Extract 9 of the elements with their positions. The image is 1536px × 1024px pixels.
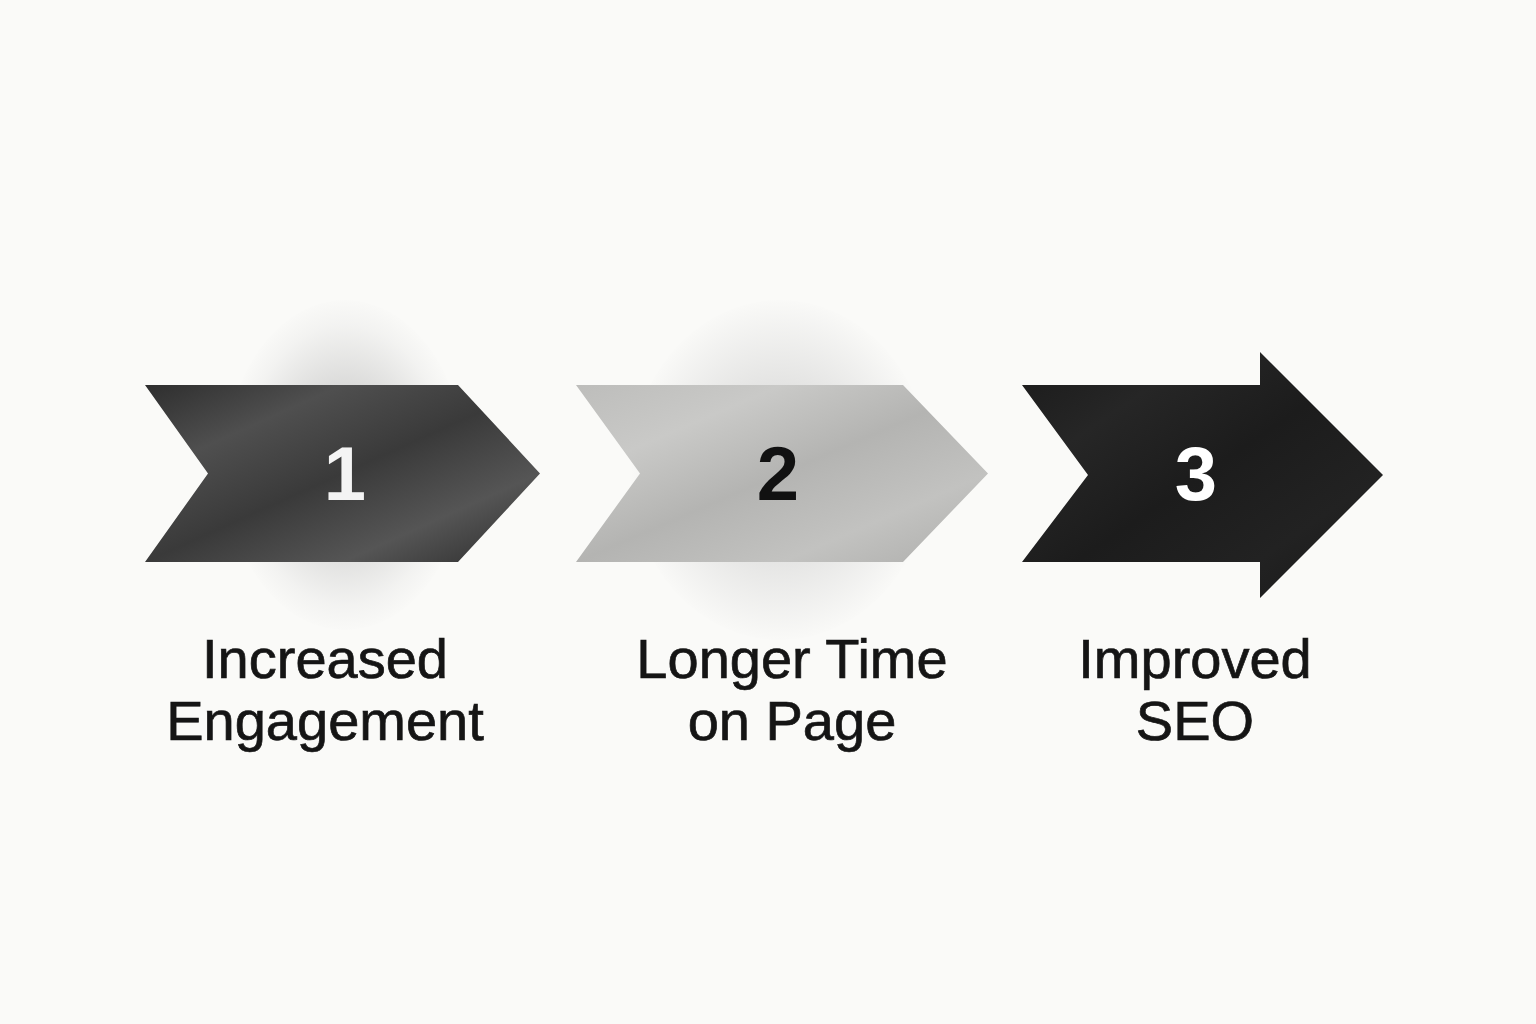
step-number: 1: [323, 436, 367, 512]
arrow-shape: [1022, 352, 1383, 598]
chevron-shape: [576, 385, 988, 562]
step-number: 2: [756, 436, 800, 512]
chevron-shape: [145, 385, 540, 562]
step-number: 3: [1174, 436, 1218, 512]
step-caption: Improved SEO: [1077, 628, 1313, 752]
step-caption: Longer Time on Page: [635, 628, 949, 752]
step-caption: Increased Engagement: [165, 628, 485, 752]
